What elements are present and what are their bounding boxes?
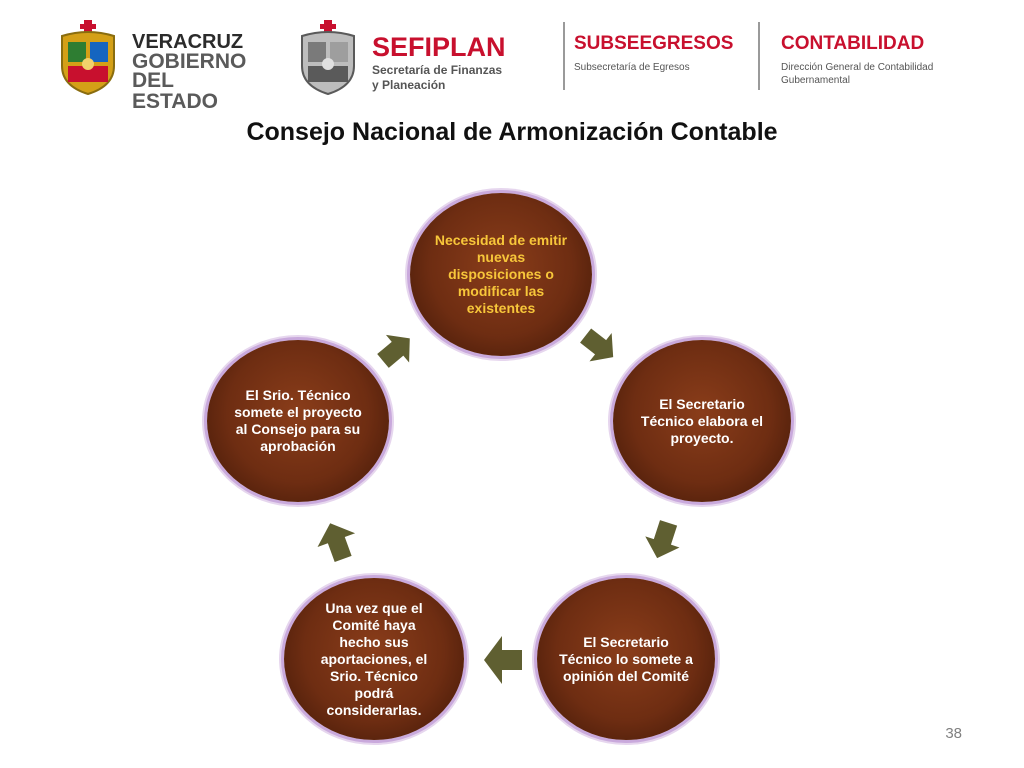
contabilidad-name: CONTABILIDAD — [781, 33, 925, 54]
veracruz-shield-icon — [61, 20, 115, 96]
header-divider — [758, 22, 760, 90]
sefiplan-line1: Secretaría de Finanzas — [372, 63, 503, 77]
cycle-node-3-text: El Secretario Técnico lo somete a opinió… — [559, 633, 693, 684]
cycle-node-4: Una vez que el Comité haya hecho sus apo… — [284, 578, 464, 740]
cycle-arrow-2-to-3 — [645, 520, 680, 559]
cycle-arrow-5-to-1 — [377, 334, 410, 368]
header-divider — [563, 22, 565, 90]
cycle-node-1-text: Necesidad de emitir nuevas disposiciones… — [434, 232, 568, 316]
sefiplan-logo: SEFIPLAN Secretaría de Finanzas y Planea… — [292, 20, 542, 98]
sefiplan-name: SEFIPLAN — [372, 32, 506, 62]
cycle-arrow-1-to-2 — [580, 328, 614, 362]
slide-title: Consejo Nacional de Armonización Contabl… — [246, 118, 778, 146]
contabilidad-sub1: Dirección General de Contabilidad — [781, 62, 934, 73]
cycle-arrow-3-to-4 — [484, 636, 522, 684]
sefiplan-line2: y Planeación — [372, 78, 446, 92]
subseegresos-sub: Subsecretaría de Egresos — [574, 62, 690, 73]
subseegresos-logo: SUBSEEGRESOS Subsecretaría de Egresos — [574, 34, 754, 84]
cycle-node-5: El Srio. Técnico somete el proyecto al C… — [207, 340, 389, 502]
page-number: 38 — [945, 725, 962, 742]
veracruz-line1: VERACRUZ — [132, 31, 244, 53]
contabilidad-logo: CONTABILIDAD Dirección General de Contab… — [781, 34, 981, 90]
cycle-node-3: El Secretario Técnico lo somete a opinió… — [537, 578, 715, 740]
veracruz-line3: DEL ESTADO — [132, 69, 218, 113]
cycle-node-4-text: Una vez que el Comité haya hecho sus apo… — [320, 599, 428, 718]
sefiplan-shield-icon — [301, 20, 355, 96]
cycle-node-5-text: El Srio. Técnico somete el proyecto al C… — [234, 387, 362, 454]
cycle-node-2: El Secretario Técnico elabora el proyect… — [613, 340, 791, 502]
veracruz-line2: GOBIERNO — [132, 50, 247, 73]
veracruz-logo: VERACRUZ GOBIERNO DEL ESTADO — [52, 20, 246, 112]
contabilidad-sub2: Gubernamental — [781, 75, 850, 86]
cycle-arrow-4-to-5 — [317, 523, 356, 562]
subseegresos-name: SUBSEEGRESOS — [574, 33, 734, 54]
cycle-node-1: Necesidad de emitir nuevas disposiciones… — [410, 193, 592, 356]
cycle-node-2-text: El Secretario Técnico elabora el proyect… — [640, 395, 764, 446]
